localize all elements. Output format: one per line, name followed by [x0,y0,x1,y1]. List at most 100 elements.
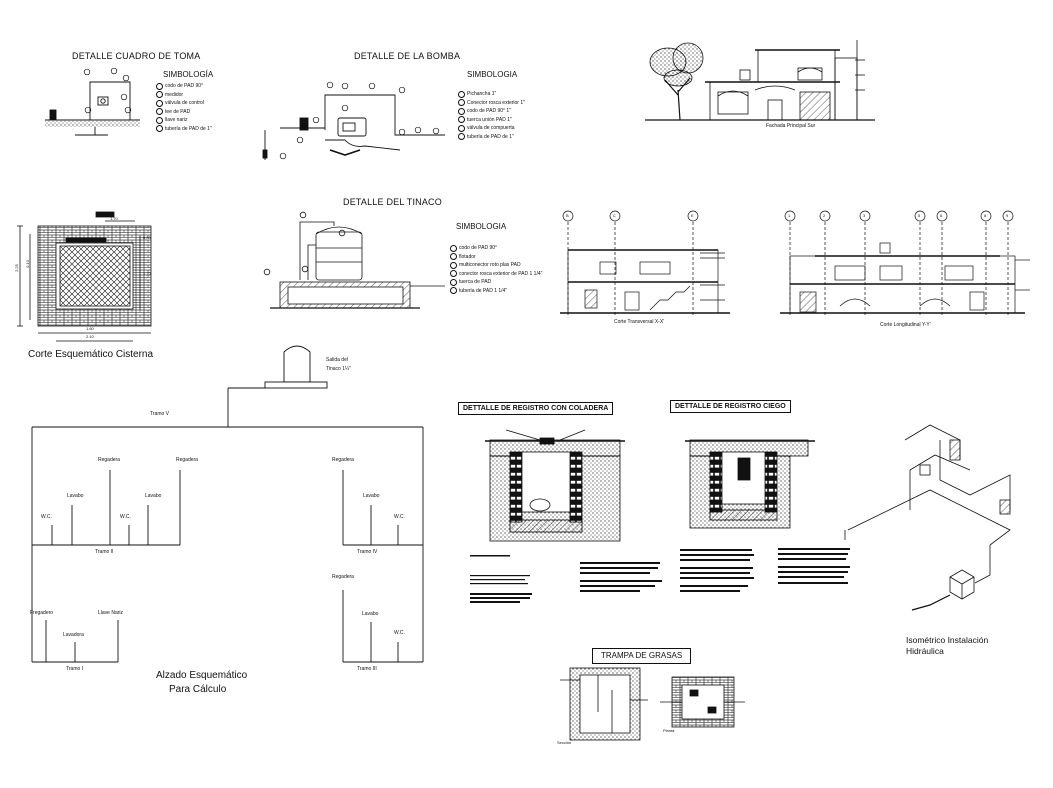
axis-label: B [566,213,569,218]
fixture-label: Llave Nariz [98,610,124,616]
registro-ciego-title: DETTALLE DE REGISTRO CIEGO [670,400,791,413]
legend-item-label: multiconector roto plas PAD [459,262,521,269]
tramo-label: Tramo I [66,666,84,672]
legend-item-label: codo de PAD 90° 1" [467,108,511,115]
corte-transversal-drawing [560,210,730,316]
legend-symbol-icon [156,91,163,99]
bomba-title: DETALLE DE LA BOMBA [354,51,461,61]
legend-symbol-icon [458,107,465,115]
alzado-drawing [31,345,424,663]
notes-block [580,562,665,597]
trampa-drawing [560,667,745,741]
legend-item: tubería de PAD 1 1/4" [450,287,542,296]
legend-item-label: válvula de compuerta [467,125,515,132]
legend-item-label: codo de PAD 90° [459,245,498,252]
legend-item: tubería de PAD de 1" [156,125,212,134]
trampa-title: TRAMPA DE GRASAS [592,648,692,664]
legend-symbol-icon [450,287,457,295]
legend-symbol-icon [450,244,457,252]
corte-longitudinal-caption: Corte Longitudinal Y-Y' [880,322,931,328]
fixture-label: Lavabo [145,493,162,499]
notes-lines [680,549,754,592]
legend-item-label: codo de PAD 90° [165,83,204,90]
cuadro-toma-drawing [45,67,140,136]
fachada-drawing [645,40,875,121]
legend-symbol-icon [450,270,457,278]
legend-item-label: tuerca unión PAD 1" [467,116,512,123]
fixture-label: W.C. [41,514,52,520]
cuadro-toma-simbologia: SIMBOLOGÍA [163,70,214,79]
fixture-label: Fregadero [30,610,54,616]
fixture-label: Regadera [332,574,354,580]
corte-longitudinal-drawing [780,210,1030,316]
axis-label: 2 [823,213,826,218]
legend-symbol-icon [458,99,465,107]
notes-block [778,548,853,593]
legend-item: válvula de compuerta [458,124,525,133]
legend-symbol-icon [450,261,457,269]
legend-item-label: tee de PAD [165,108,191,115]
legend-item-label: tubería de PAD de 1" [467,133,514,140]
alzado-caption-2: Para Cálculo [169,684,227,695]
isometrico-drawing [844,424,1011,611]
registro-coladera-title: DETTALLE DE REGISTRO CON COLADERA [458,402,614,415]
legend-item-label: Pichancha 1" [467,91,497,98]
legend-symbol-icon [156,116,163,124]
axis-label: 5 [918,213,921,218]
notes-lines [580,562,662,592]
legend-item-label: tubería de PAD 1 1/4" [459,287,508,294]
legend-symbol-icon [458,116,465,124]
tinaco-drawing [263,211,445,309]
alzado-caption: Alzado Esquemático [156,670,248,681]
legend-item-label: válvula de control [165,100,204,107]
fixture-label: W.C. [394,514,405,520]
legend-item: codo de PAD 90° 1" [458,107,525,116]
cisterna-dim: 2.10 [86,334,94,339]
notes-block [680,545,760,600]
tramo-label: Tramo III [357,666,377,672]
notes-lines [778,548,850,584]
salida-label-2: Tinaco 1¼" [326,366,351,372]
cuadro-toma-title: DETALLE CUADRO DE TOMA [72,51,201,61]
corte-transversal-caption: Corte Transversal X-X' [614,319,665,325]
legend-symbol-icon [458,90,465,98]
legend-item-label: Conector rosca exterior 1" [467,99,525,106]
isometrico-caption-2: Hidráulica [906,646,944,656]
cisterna-caption: Corte Esquemático Cisterna [28,349,154,360]
fixture-label: Lavabo [363,493,380,499]
axis-label: 6 [940,213,943,218]
salida-label: Salida del [326,357,348,363]
fixture-label: Regadera [176,457,198,463]
tinaco-legend: codo de PAD 90° flotador multiconector r… [450,244,542,295]
bomba-simbologia: SIMBOLOGIA [467,70,518,79]
tramo-label: Tramo IV [357,549,378,555]
legend-symbol-icon [156,99,163,107]
bomba-legend: Pichancha 1" Conector rosca exterior 1" … [458,90,525,141]
legend-item: codo de PAD 90° [450,244,542,253]
legend-item: flotador [450,253,542,262]
axis-label: 9 [1006,213,1009,218]
cisterna-drawing [17,211,152,342]
cuadro-toma-legend: codo de PAD 90° medidor válvula de contr… [156,82,212,133]
legend-symbol-icon [458,124,465,132]
bomba-drawing [262,81,445,160]
legend-symbol-icon [156,125,163,133]
trampa-seccion-label: Sección [557,740,572,745]
legend-item-label: flotador [459,253,476,260]
legend-item: multiconector roto plas PAD [450,261,542,270]
legend-symbol-icon [450,278,457,286]
fixture-label: Lavabo [67,493,84,499]
trampa-planta-label: Planta [663,728,675,733]
legend-symbol-icon [450,253,457,261]
fixture-label: W.C. [394,630,405,636]
cisterna-dim: 1.70 [110,216,118,221]
legend-symbol-icon [458,133,465,141]
axis-label: C [613,213,616,218]
legend-item: válvula de control [156,99,212,108]
tramo-label: Tramo V [150,411,169,417]
cisterna-dim: 0.80 [143,235,151,240]
cisterna-dim: 1.70 [143,271,151,276]
registro-ciego-drawing [685,439,815,529]
cisterna-dim: 0.10 [24,260,30,268]
